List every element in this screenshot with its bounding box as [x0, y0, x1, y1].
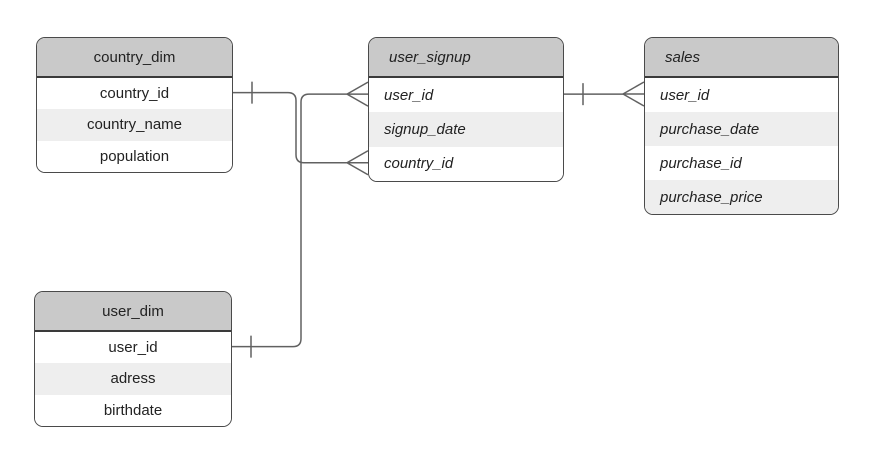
field-row[interactable]: country_id — [37, 78, 232, 110]
crows-foot-lower — [346, 162, 369, 176]
field-row[interactable]: population — [37, 140, 232, 172]
field-row[interactable]: country_id — [369, 146, 563, 181]
relationship-line[interactable] — [233, 91, 347, 164]
crows-foot-lower — [622, 93, 645, 107]
relationship-user_dim-user_signup[interactable] — [232, 81, 369, 358]
field-row[interactable]: purchase_price — [645, 180, 838, 214]
crows-foot-upper — [346, 150, 369, 164]
crows-foot-upper — [622, 81, 645, 95]
field-row[interactable]: user_id — [369, 78, 563, 113]
field-row[interactable]: purchase_id — [645, 146, 838, 180]
relationship-user_signup-sales[interactable] — [564, 81, 645, 107]
table-header[interactable]: user_dim — [35, 292, 231, 332]
field-row[interactable]: adress — [35, 363, 231, 395]
crows-foot-lower — [346, 93, 369, 107]
table-header[interactable]: user_signup — [369, 38, 563, 78]
field-row[interactable]: signup_date — [369, 112, 563, 147]
field-row[interactable]: birthdate — [35, 394, 231, 426]
field-row[interactable]: user_id — [645, 78, 838, 112]
crows-foot-upper — [346, 81, 369, 95]
field-row[interactable]: country_name — [37, 109, 232, 141]
field-row[interactable]: purchase_date — [645, 112, 838, 146]
table-header[interactable]: sales — [645, 38, 838, 78]
field-row[interactable]: user_id — [35, 332, 231, 364]
relationship-line[interactable] — [232, 93, 347, 348]
table-header[interactable]: country_dim — [37, 38, 232, 78]
